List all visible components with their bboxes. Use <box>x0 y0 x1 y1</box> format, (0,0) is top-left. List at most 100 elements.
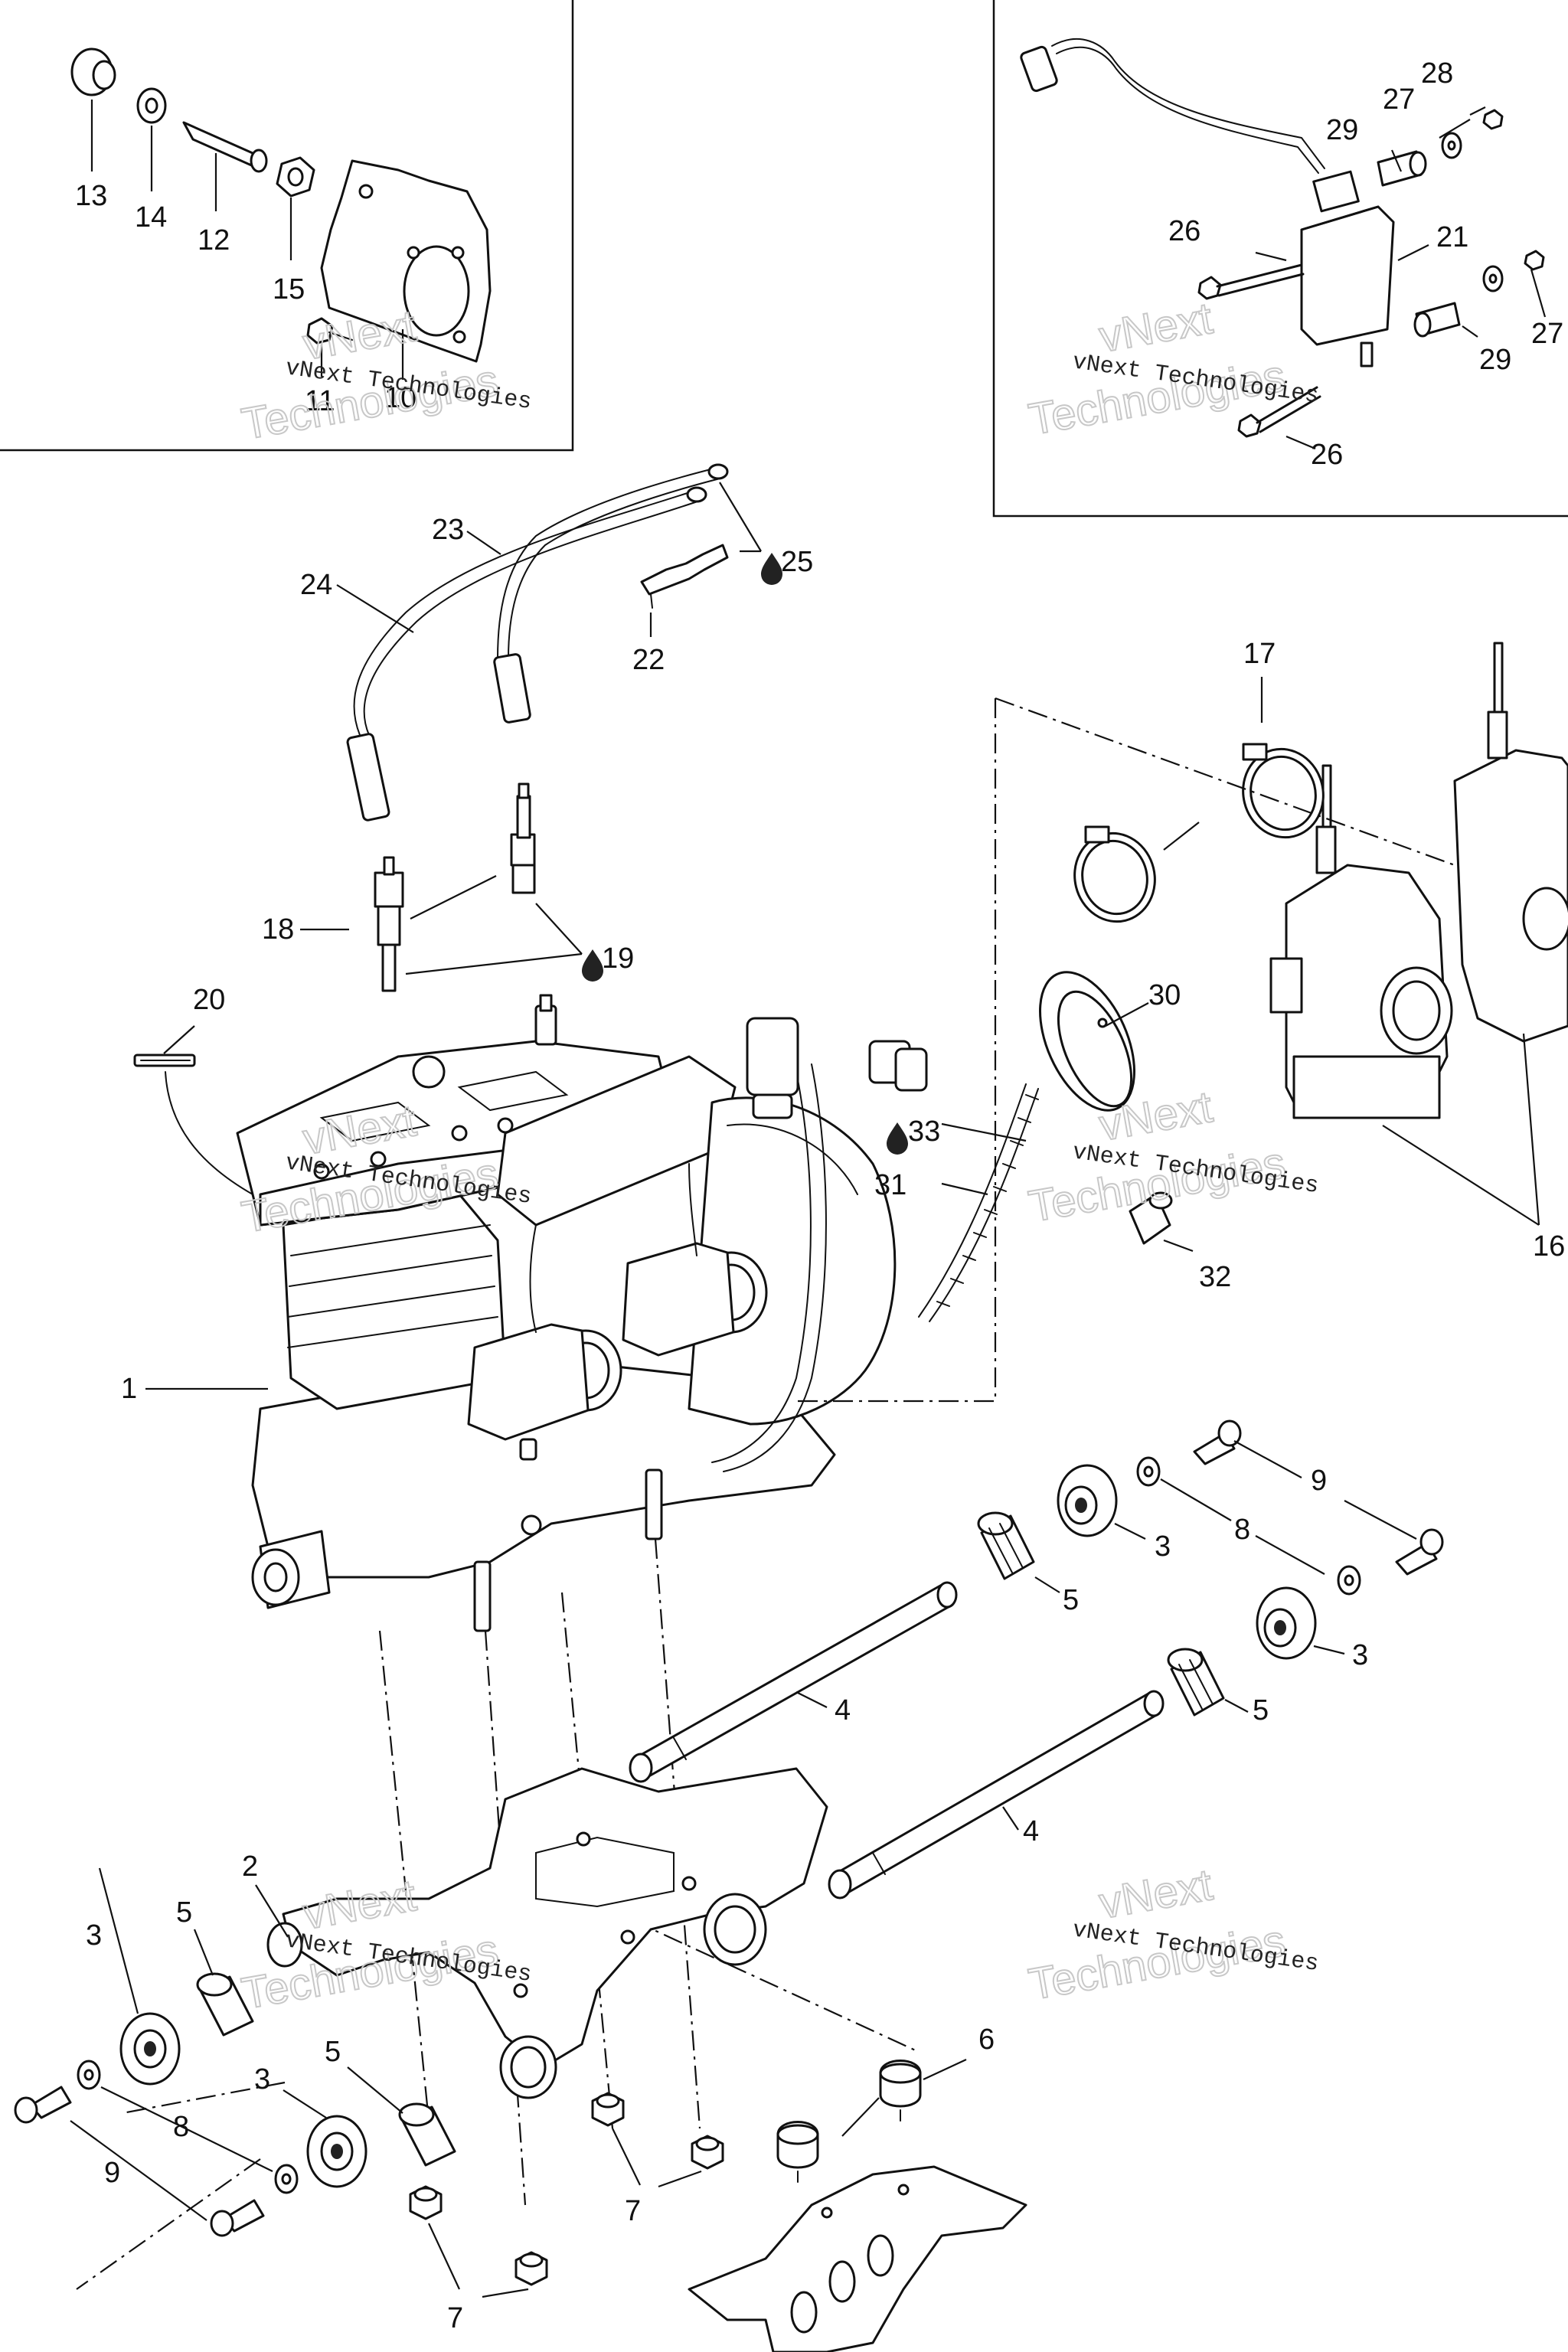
callout-18: 18 <box>262 913 294 946</box>
callout-20: 20 <box>193 984 225 1016</box>
callout-9-upper-right: 9 <box>1311 1465 1327 1497</box>
callout-1: 1 <box>121 1373 137 1405</box>
callout-26-lower: 26 <box>1311 439 1343 471</box>
washer-part-8-upper-right <box>1136 1456 1161 1487</box>
callout-5-lower-right: 5 <box>1253 1694 1269 1726</box>
high-tension-wire-part-24 <box>346 463 729 822</box>
sleeve-part-32 <box>1129 1191 1173 1245</box>
rubber-cap-part-13 <box>70 47 116 96</box>
callout-2: 2 <box>242 1851 258 1883</box>
callout-27-lower: 27 <box>1531 318 1563 350</box>
nut-part-28 <box>1482 109 1504 130</box>
callout-8-upper-right: 8 <box>1234 1514 1250 1546</box>
callout-29-upper: 29 <box>1326 114 1358 146</box>
stopper-part-6-b <box>879 2060 922 2122</box>
callout-5-upper-right: 5 <box>1063 1584 1079 1616</box>
mount-part-3-upper-right <box>1057 1464 1118 1537</box>
flange-nut-part-7-c <box>409 2185 443 2220</box>
washer-part-8-lower-right <box>1337 1565 1361 1596</box>
spacer-sleeve-part-12 <box>182 121 268 173</box>
spark-plug-leaders <box>300 875 583 975</box>
callout-25: 25 <box>781 546 813 578</box>
tube-part-4-upper <box>629 1581 958 1783</box>
callout-11: 11 <box>305 385 335 417</box>
screw-part-9-left-upper <box>14 2086 72 2124</box>
callout-7-left: 7 <box>447 2302 463 2334</box>
carburetor-part-16-right <box>1453 642 1568 1043</box>
bolt-part-26-lower <box>1237 386 1321 438</box>
mounting-plate-part-10 <box>320 159 492 363</box>
callout-13: 13 <box>75 180 107 212</box>
flange-nut-part-7-a <box>591 2092 625 2127</box>
washer-part-27-lower <box>1482 265 1504 292</box>
ignition-coil-part-21 <box>1300 170 1395 368</box>
hex-nut-part-15 <box>276 156 315 198</box>
tube-leaders <box>795 1691 1019 1831</box>
mount-leaders <box>70 1440 1417 2221</box>
callout-3-left-lower: 3 <box>254 2063 270 2096</box>
left-inset-leaders <box>90 100 404 380</box>
stopper-part-6-a <box>776 2121 819 2183</box>
bushing-part-5-left-upper <box>196 1972 254 2037</box>
screw-part-9-lower-right <box>1395 1528 1444 1576</box>
callout-14: 14 <box>135 201 167 234</box>
inset-box-right <box>992 0 1568 518</box>
bushing-part-5-upper-right <box>977 1511 1035 1580</box>
callout-32: 32 <box>1199 1261 1231 1293</box>
callout-15: 15 <box>273 273 305 305</box>
callout-12: 12 <box>198 224 230 256</box>
callout-9-left: 9 <box>104 2157 120 2189</box>
mount-part-3-left-lower <box>306 2115 368 2188</box>
washer-part-27-upper <box>1441 132 1462 159</box>
bolt-part-26-upper <box>1197 263 1305 300</box>
callout-29-lower: 29 <box>1479 344 1511 376</box>
skid-plate-support <box>688 2165 1027 2352</box>
callout-33: 33 <box>908 1116 940 1148</box>
right-inset-leaders <box>1255 106 1547 450</box>
watermark-right-bottom: vNext Technologies vNext Technologies <box>1024 1859 1320 2011</box>
carburetor-part-16-left <box>1269 764 1453 1119</box>
callout-22: 22 <box>632 644 665 676</box>
callout-21: 21 <box>1436 221 1468 253</box>
callout-30: 30 <box>1148 979 1181 1011</box>
ignition-coil-wire-connector <box>1020 38 1325 174</box>
callout-27-upper: 27 <box>1383 83 1415 116</box>
screw-part-9-left-lower <box>210 2199 265 2237</box>
callout-17: 17 <box>1243 638 1276 670</box>
flange-nut-part-7-b <box>691 2135 724 2170</box>
mount-part-3-lower-right <box>1256 1586 1317 1660</box>
callout-28: 28 <box>1421 57 1453 90</box>
callout-5-left-upper: 5 <box>176 1896 192 1929</box>
callout-10: 10 <box>384 382 416 414</box>
drop-icon <box>887 1122 908 1155</box>
washer-part-14 <box>136 87 167 124</box>
clamp-part-17-right <box>1242 743 1325 839</box>
callout-23: 23 <box>432 514 464 546</box>
callout-3-upper-right: 3 <box>1155 1530 1171 1563</box>
callout-3-lower-right: 3 <box>1352 1639 1368 1671</box>
sensor-leaders <box>941 1002 1194 1253</box>
callout-31: 31 <box>874 1169 906 1201</box>
clamp-part-17-left <box>1073 825 1156 923</box>
watermark-vnext: vNext <box>1096 293 1216 362</box>
washer-part-8-left-upper <box>77 2060 101 2090</box>
spark-plug-part-18-right <box>510 782 536 894</box>
washer-part-8-left-lower <box>274 2164 299 2194</box>
screw-part-9-upper-right <box>1193 1419 1242 1465</box>
callout-5-left-lower: 5 <box>325 2036 341 2068</box>
inset-box-left <box>0 0 574 452</box>
callout-3-left-upper: 3 <box>86 1919 102 1952</box>
callout-16: 16 <box>1533 1230 1565 1263</box>
engine-assembly-part-1 <box>236 994 928 1632</box>
spacer-part-29-lower <box>1413 302 1461 338</box>
callout-19: 19 <box>602 942 634 975</box>
callout-4-upper: 4 <box>835 1694 851 1726</box>
flange-nut-part-7-d <box>514 2251 548 2286</box>
watermark-vnext: vNext <box>1096 1860 1216 1929</box>
callout-labels: 13 14 12 15 11 10 28 27 29 26 21 29 27 2… <box>75 57 1565 2334</box>
bracket-leader <box>255 1884 289 1938</box>
engine-mount-bracket-part-2 <box>266 1767 828 2099</box>
drop-icon <box>761 553 782 585</box>
wire-clip-part-22 <box>640 544 729 609</box>
